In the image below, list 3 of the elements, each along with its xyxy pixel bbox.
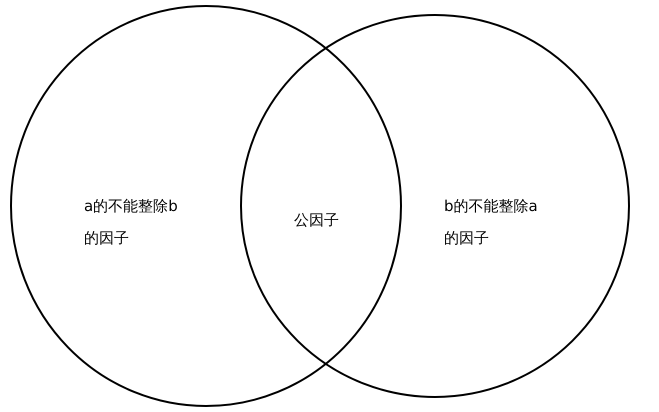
set-label: b的不能整除a的因子 [444, 196, 539, 249]
set-label: a的不能整除b的因子 [84, 196, 179, 249]
intersection-label: 公因子 [294, 210, 339, 231]
